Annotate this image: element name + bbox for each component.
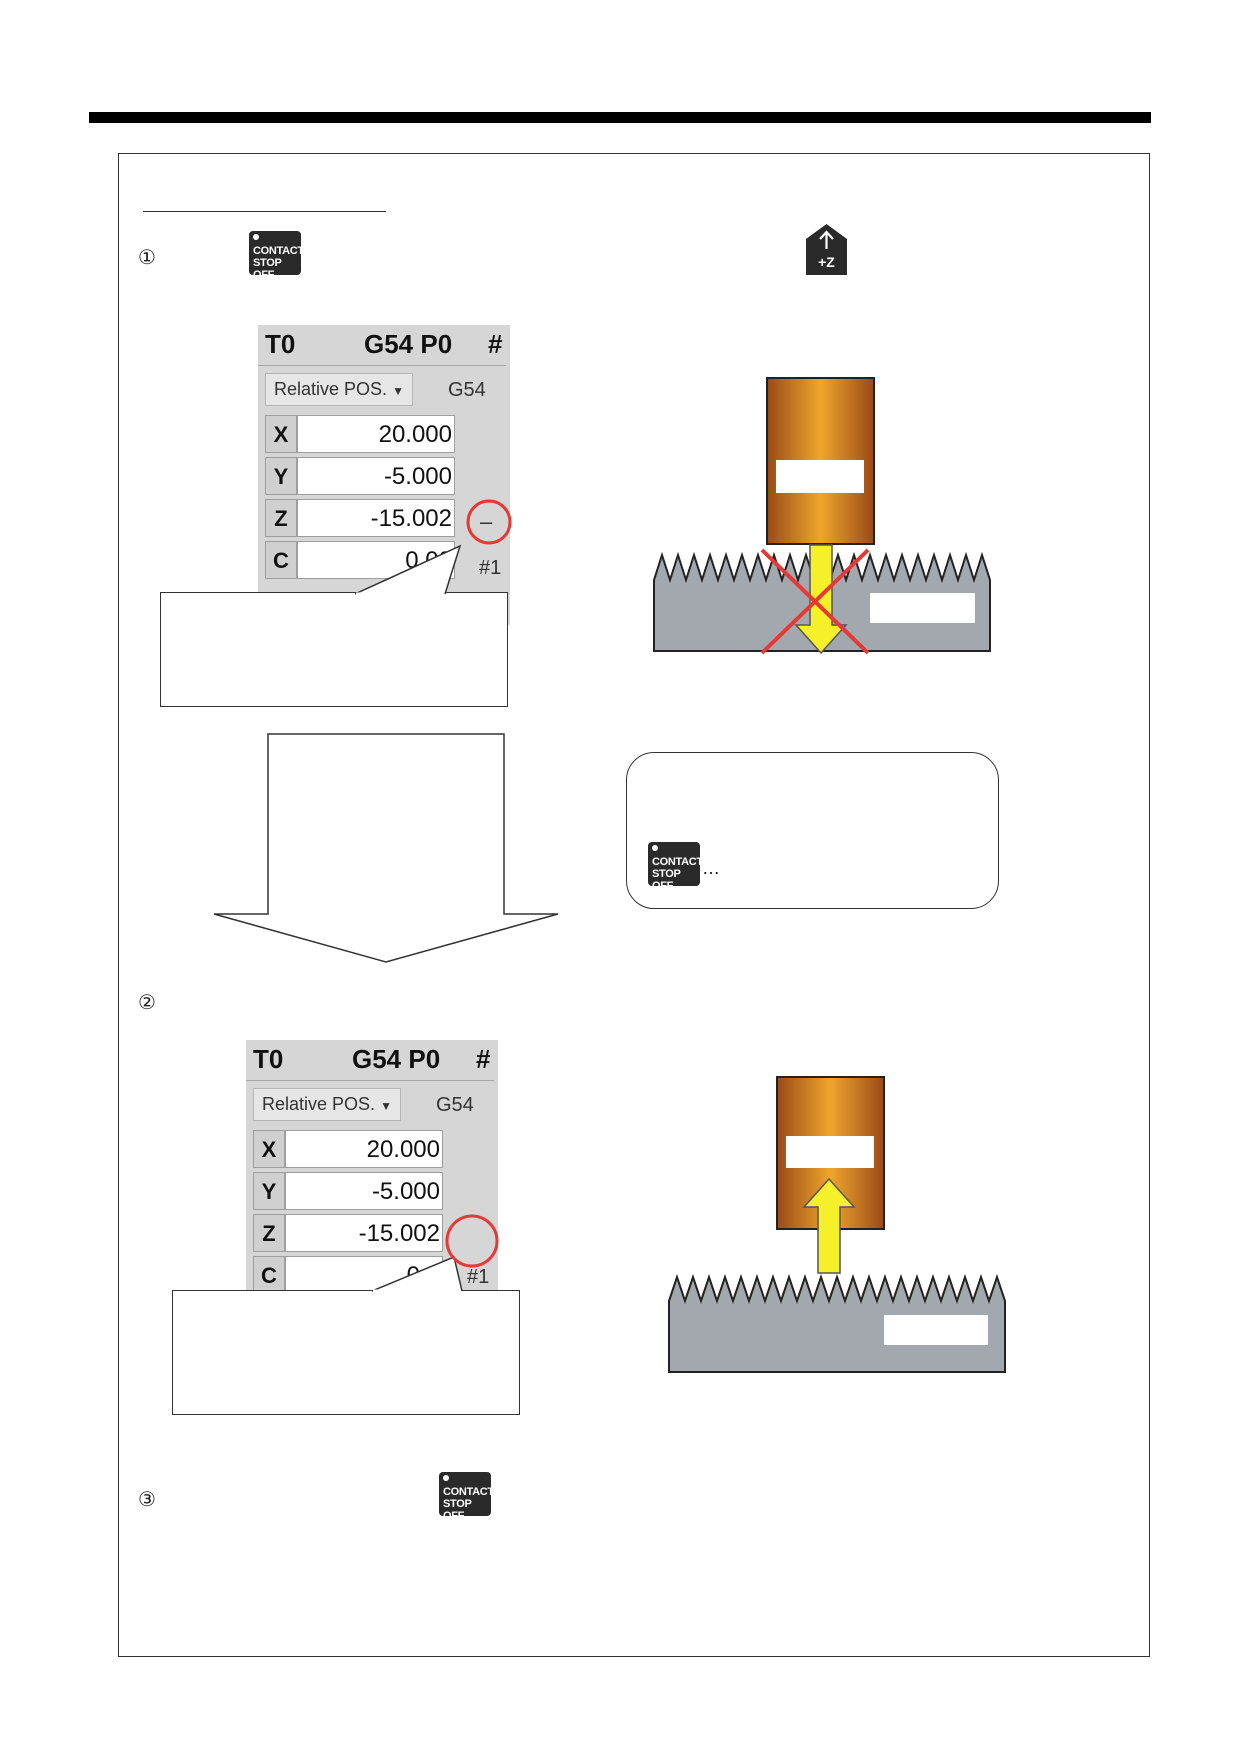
tool-label-blank (786, 1136, 874, 1168)
hash-label: # (488, 329, 503, 359)
axis-value-x: 20.000 (297, 415, 455, 453)
work-offset: G54 P0 (364, 329, 453, 359)
indicator-dot-icon (253, 234, 259, 240)
section-underline (143, 211, 386, 212)
plus-z-button-shape (806, 224, 847, 275)
note-ellipsis: … (702, 858, 720, 878)
step-2-marker: ② (138, 990, 156, 1014)
indicator-dot-icon (443, 1475, 449, 1481)
arrow-down-icon (794, 544, 848, 655)
position-mode-dropdown[interactable]: Relative POS. ▼ (265, 373, 413, 406)
axis-value-z: -15.002 (297, 499, 455, 537)
work-offset: G54 P0 (352, 1044, 441, 1074)
axis-row-y: Y -5.000 (265, 457, 455, 495)
cross-icon-stroke-b (760, 548, 870, 655)
big-down-arrow (213, 733, 559, 963)
workpiece-label-blank (870, 593, 975, 623)
arrow-up-icon (802, 1177, 856, 1274)
callout-box-2 (172, 1290, 520, 1415)
axis-row-y: Y -5.000 (253, 1172, 443, 1210)
plus-z-button[interactable]: +Z (805, 223, 848, 276)
arrow-up-icon (819, 230, 834, 249)
axis-row-z: Z -15.002 (265, 499, 455, 537)
contact-stop-off-button-note[interactable]: CONTACT STOP OFF (648, 842, 703, 892)
content-frame (118, 153, 1150, 1657)
axis-value-x: 20.000 (285, 1130, 443, 1168)
index-label: #1 (479, 557, 502, 579)
panel-divider (246, 1080, 494, 1081)
axis-row-x: X 20.000 (253, 1130, 443, 1168)
workpiece (668, 1273, 1006, 1373)
panel-header: T0 G54 P0 # (258, 325, 510, 363)
axis-value-z: -15.002 (285, 1214, 443, 1252)
step-3-marker: ③ (138, 1487, 156, 1511)
indicator-dot-icon (652, 845, 658, 851)
tool-number: T0 (253, 1044, 284, 1074)
coordinate-system-label: G54 (448, 379, 486, 401)
position-mode-dropdown[interactable]: Relative POS. ▼ (253, 1088, 401, 1121)
contact-stop-off-button-step3[interactable]: CONTACT STOP OFF (439, 1472, 494, 1522)
illustration-tool-contact (653, 377, 991, 655)
step-1-marker: ① (138, 245, 156, 269)
panel-divider (258, 365, 506, 366)
tool-number: T0 (265, 329, 296, 359)
callout-box-1 (160, 592, 508, 707)
dropdown-arrow-icon: ▼ (380, 1099, 392, 1113)
dropdown-arrow-icon: ▼ (392, 384, 404, 398)
highlight-circle-1 (466, 499, 512, 545)
axis-row-x: X 20.000 (265, 415, 455, 453)
hash-label: # (476, 1044, 491, 1074)
illustration-tool-retract (668, 1076, 1006, 1373)
tool-label-blank (776, 460, 864, 493)
axis-value-y: -5.000 (297, 457, 455, 495)
axis-row-z: Z -15.002 (253, 1214, 443, 1252)
contact-direction-indicator: – (480, 509, 493, 534)
index-label: #1 (467, 1266, 490, 1288)
plus-z-label: +Z (818, 254, 835, 270)
header-rule (89, 112, 1151, 123)
panel-header: T0 G54 P0 # (246, 1040, 498, 1078)
highlight-circle-2 (445, 1214, 499, 1268)
coordinate-system-label: G54 (436, 1094, 474, 1116)
contact-stop-off-button[interactable]: CONTACT STOP OFF (249, 231, 304, 281)
position-panel-2: T0 G54 P0 # Relative POS. ▼ G54 X 20.000… (246, 1040, 498, 1290)
axis-value-y: -5.000 (285, 1172, 443, 1210)
callout-pointer-1 (355, 544, 462, 596)
workpiece-label-blank (884, 1315, 988, 1345)
